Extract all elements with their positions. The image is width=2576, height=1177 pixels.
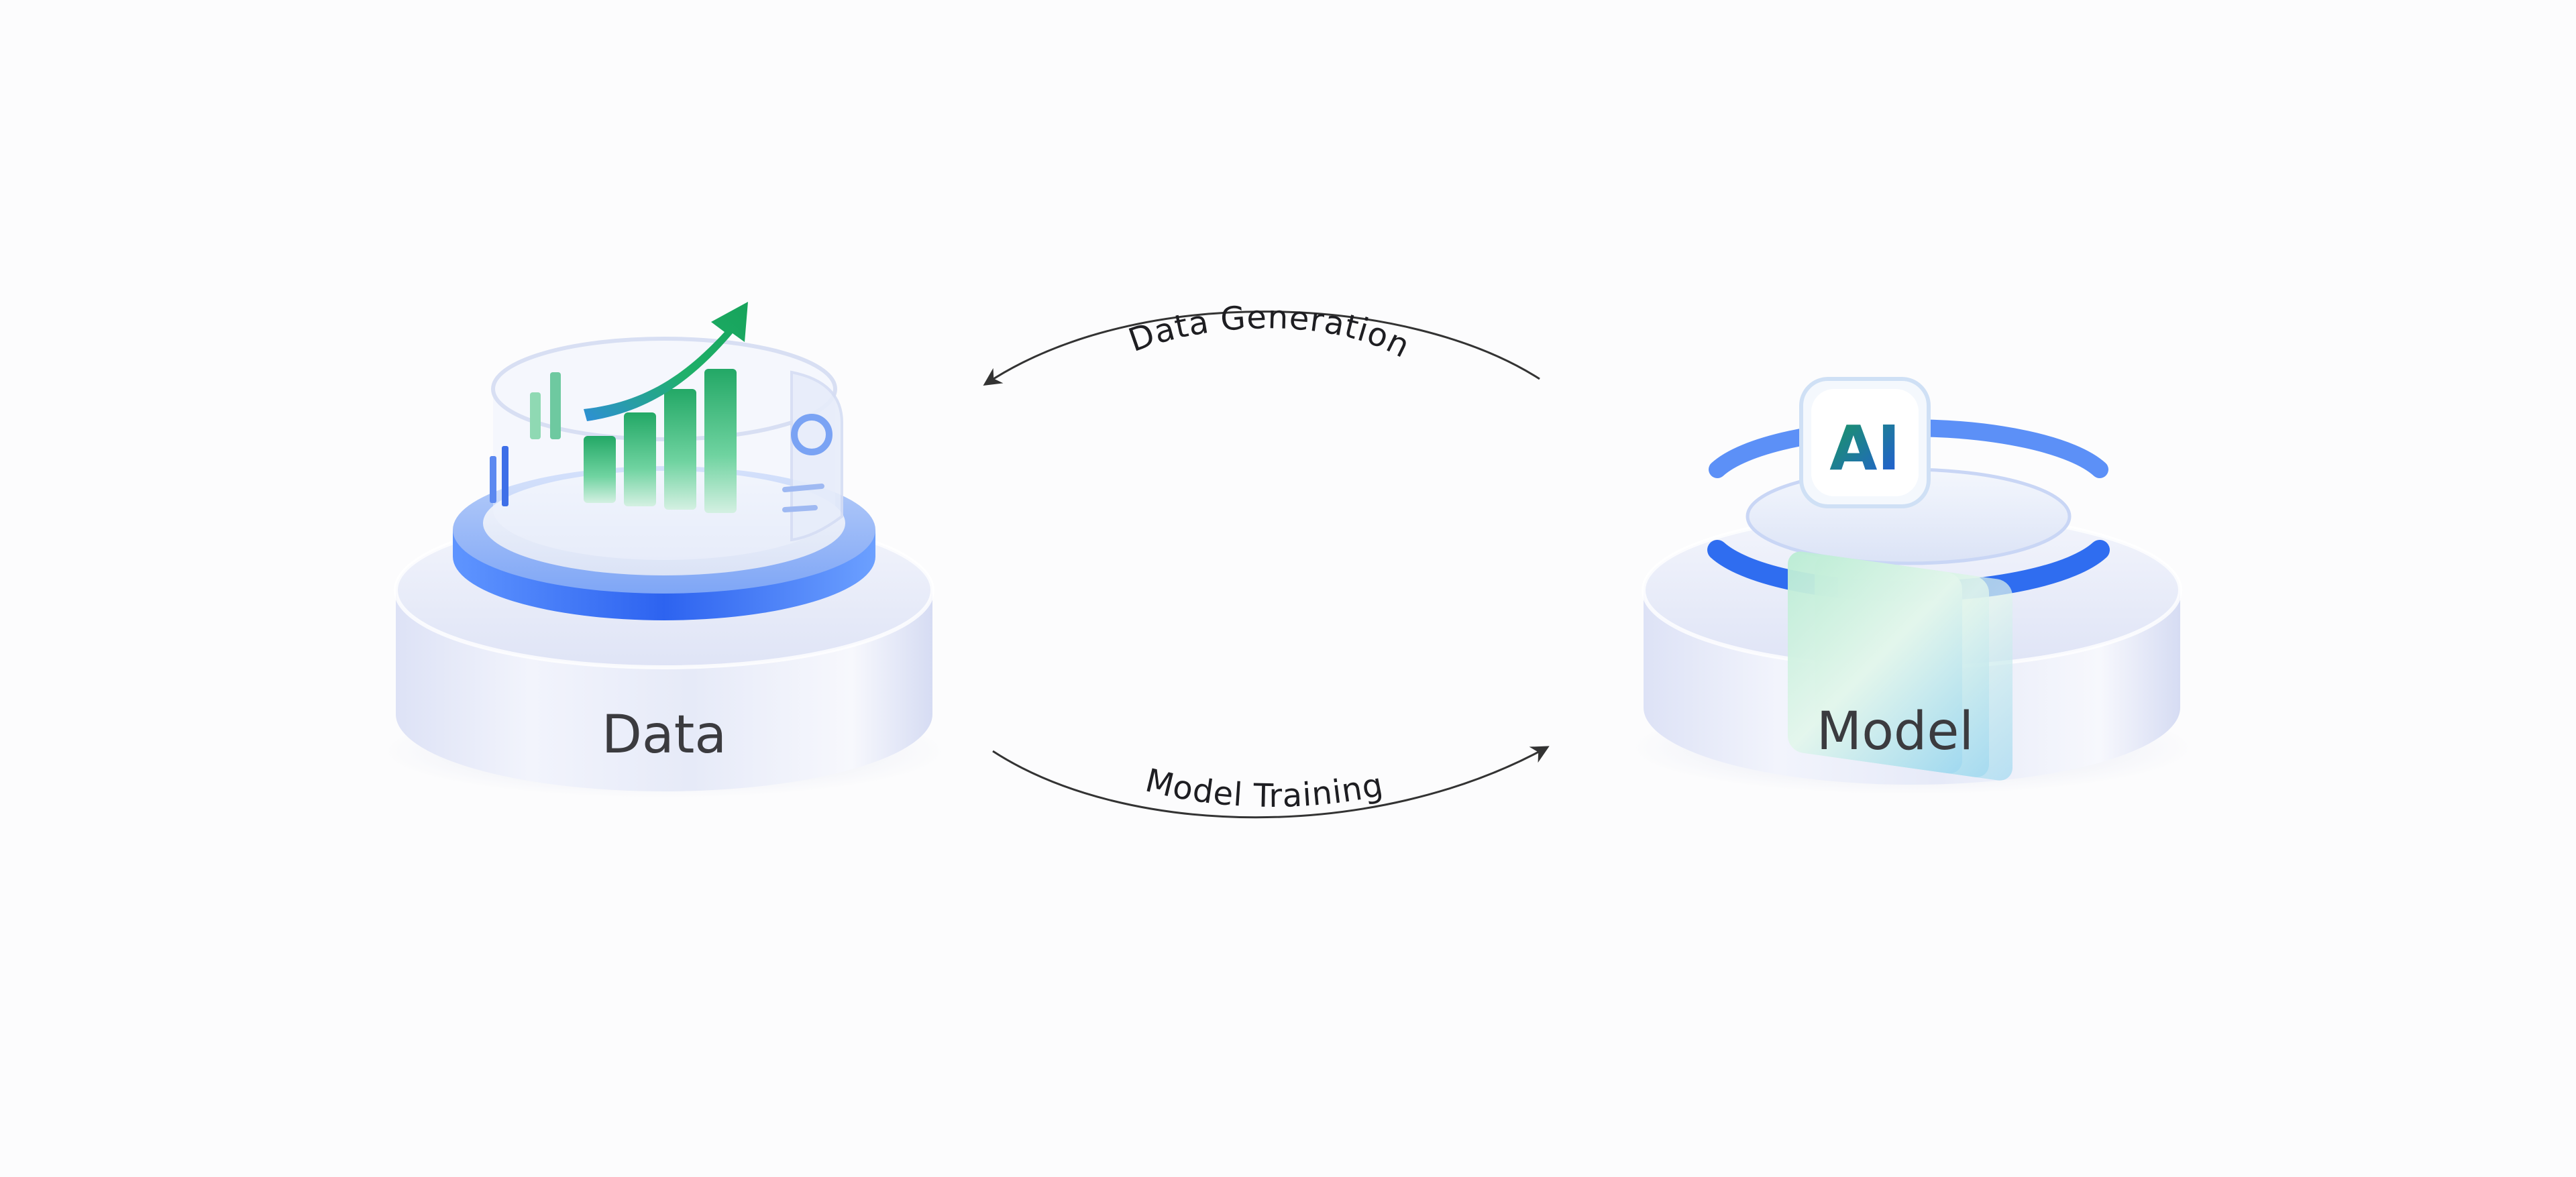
ai-badge-text: AI — [1829, 412, 1900, 484]
model-node-label: Model — [1817, 702, 1974, 762]
edge-label-data-generation: Data Generation — [1124, 298, 1416, 366]
ai-chip-icon: AI — [1799, 377, 1931, 508]
bar-chart-icon — [490, 369, 737, 513]
edge-data-generation: Data Generation — [983, 298, 1540, 386]
data-node: Data — [382, 302, 946, 798]
edge-model-training: Model Training — [992, 746, 1550, 819]
glass-panel-right — [782, 370, 843, 542]
model-node: AI Model — [1630, 377, 2194, 795]
trend-arrow-icon — [584, 302, 748, 421]
edge-label-model-training: Model Training — [1142, 762, 1387, 816]
edge-top-curve — [983, 311, 1540, 386]
data-node-label: Data — [602, 705, 727, 765]
model-card-stack — [1788, 551, 2012, 781]
edge-bottom-curve — [992, 746, 1550, 819]
